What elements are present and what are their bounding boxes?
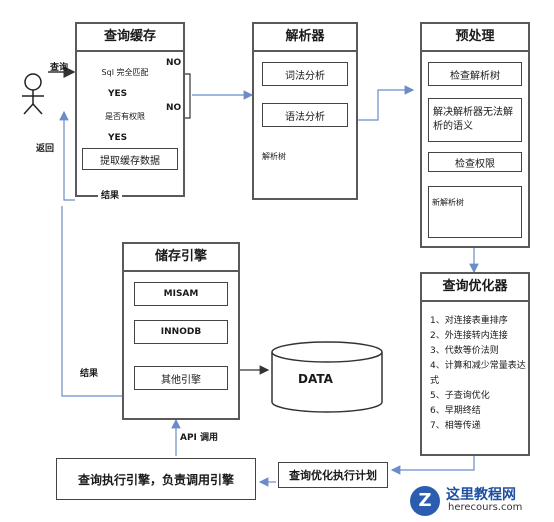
syntax-analysis-box: 语法分析 bbox=[262, 103, 348, 127]
query-label: 查询 bbox=[50, 63, 69, 73]
optimizer-step: 1、对连接表重排序 bbox=[430, 316, 508, 326]
site-watermark-logo: Z 这里教程网 herecours.com bbox=[404, 484, 550, 518]
optimizer-step: 7、相等传递 bbox=[430, 421, 481, 431]
query-executor-box: 查询执行引擎，负责调用引擎 bbox=[56, 458, 256, 500]
yes-label-2: YES bbox=[108, 133, 128, 143]
fetch-cache-data-box: 提取缓存数据 bbox=[82, 148, 178, 170]
storage-result-label: 结果 bbox=[80, 369, 99, 379]
optimizer-step: 5、子查询优化 bbox=[430, 391, 490, 401]
check-parse-tree-box: 检查解析树 bbox=[428, 62, 522, 86]
cache-result-label: 结果 bbox=[98, 188, 123, 201]
optimizer-step: 2、外连接转内连接 bbox=[430, 331, 508, 341]
optimizer-title: 查询优化器 bbox=[422, 274, 528, 302]
return-label: 返回 bbox=[36, 144, 55, 154]
preprocessor-title: 预处理 bbox=[422, 24, 528, 52]
engine-innodb-box: INNODB bbox=[134, 320, 228, 344]
no-label-2: NO bbox=[166, 103, 182, 113]
watermark-z-icon: Z bbox=[410, 486, 440, 516]
resolve-semantics-box: 解决解析器无法解析的语义 bbox=[428, 98, 522, 142]
new-parse-tree-frame bbox=[428, 186, 522, 238]
decision-sql-match-label: Sql 完全匹配 bbox=[101, 68, 149, 77]
parser-title: 解析器 bbox=[254, 24, 356, 52]
check-permission-box: 检查权限 bbox=[428, 152, 522, 172]
watermark-url: herecours.com bbox=[448, 502, 523, 513]
no-label-1: NO bbox=[166, 58, 182, 68]
optimizer-steps-list: 1、对连接表重排序 2、外连接转内连接 3、代数等价法则 4、计算和减少常量表达… bbox=[430, 314, 526, 434]
data-label: DATA bbox=[298, 372, 333, 386]
lexical-analysis-box: 词法分析 bbox=[262, 62, 348, 86]
storage-engine-title: 储存引擎 bbox=[124, 244, 238, 272]
optimizer-step: 6、早期终结 bbox=[430, 406, 481, 416]
api-call-label: API 调用 bbox=[180, 433, 219, 443]
decision-permission-label: 是否有权限 bbox=[105, 112, 145, 121]
execution-plan-box: 查询优化执行计划 bbox=[278, 462, 388, 488]
new-parse-tree-label: 新解析树 bbox=[432, 198, 464, 207]
parse-tree-label: 解析树 bbox=[262, 152, 286, 161]
optimizer-step: 4、计算和减少常量表达式 bbox=[430, 361, 526, 386]
data-cylinder-shape bbox=[271, 341, 383, 413]
query-cache-title: 查询缓存 bbox=[77, 24, 183, 52]
user-actor-icon bbox=[22, 73, 44, 115]
watermark-title: 这里教程网 bbox=[446, 487, 516, 503]
optimizer-step: 3、代数等价法则 bbox=[430, 346, 499, 356]
engine-other-box: 其他引擎 bbox=[134, 366, 228, 390]
yes-label-1: YES bbox=[108, 89, 128, 99]
optimizer-panel: 查询优化器 bbox=[420, 272, 530, 456]
engine-misam-box: MISAM bbox=[134, 282, 228, 306]
